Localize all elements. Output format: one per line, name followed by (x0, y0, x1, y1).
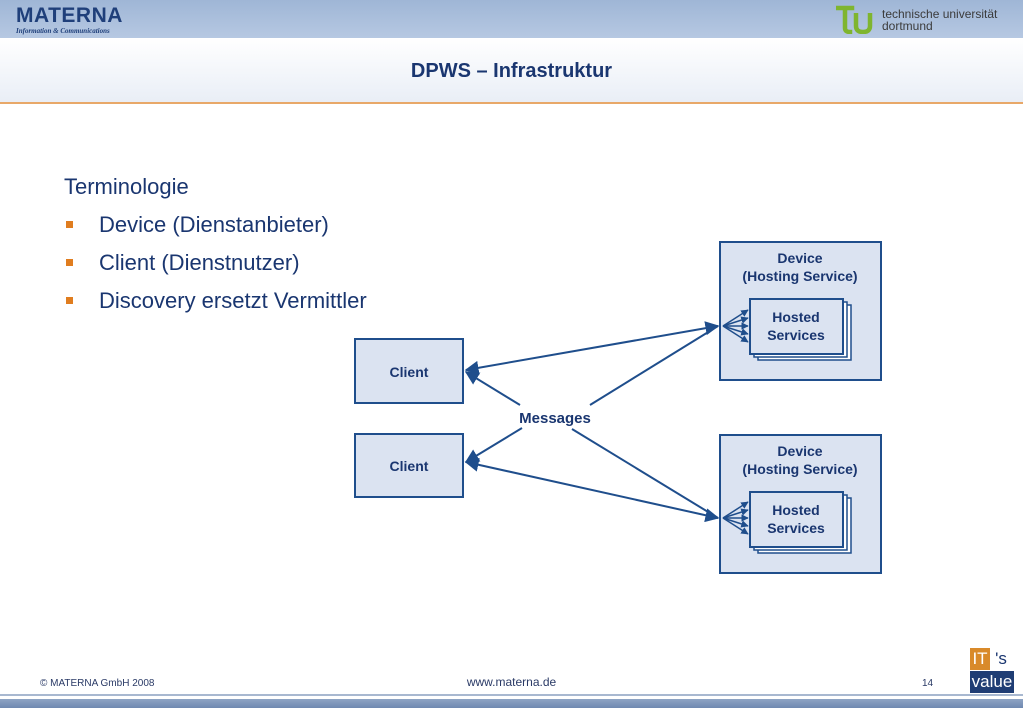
bullet-text: Client (Dienstnutzer) (99, 250, 300, 275)
tu-logo-line1: technische universität (882, 7, 998, 21)
client-bottom-label: Client (390, 458, 429, 474)
arrow-client2-messages (464, 427, 523, 463)
its-logo-it: IT (970, 648, 990, 670)
footer-bar (0, 699, 1023, 708)
arrow-client1-messages (464, 371, 521, 406)
its-value-logo: IT 's value (968, 648, 1018, 694)
messages-label: Messages (519, 410, 591, 427)
footer-divider (0, 694, 1023, 696)
bullet-text: Device (Dienstanbieter) (99, 212, 329, 237)
terminology-heading: Terminologie (64, 174, 189, 199)
hosted-bottom-label-2: Services (767, 520, 825, 536)
bullet-item: Device (Dienstanbieter) (64, 211, 367, 249)
device-bottom-label-2: (Hosting Service) (742, 461, 857, 477)
hosted-top-label-1: Hosted (772, 309, 819, 325)
its-logo-value: value (970, 671, 1014, 693)
message-arrows (464, 321, 720, 523)
device-top-label-2: (Hosting Service) (742, 268, 857, 284)
title-bar (0, 38, 1023, 104)
materna-logo-tagline: Information & Communications (16, 27, 110, 35)
slide-content: Terminologie Device (Dienstanbieter) Cli… (64, 173, 367, 325)
device-top-label-1: Device (777, 250, 822, 266)
materna-logo-wordmark: MATERNA (16, 4, 123, 27)
arrow-client2-device2 (464, 457, 720, 523)
arrow-client1-device1 (464, 321, 720, 375)
materna-logo: MATERNA Information & Communications (16, 5, 123, 35)
tu-logo-line2: dortmund (882, 19, 933, 33)
bullet-text: Discovery ersetzt Vermittler (99, 288, 367, 313)
bullet-square-icon (66, 259, 73, 266)
line-messages-device2 (571, 428, 719, 519)
tu-logo-icon (836, 5, 873, 34)
slide-title: DPWS – Infrastruktur (410, 60, 613, 82)
hosted-services-box-bottom (749, 491, 844, 548)
client-box-top (354, 338, 464, 404)
tu-logo-text: technische universität dortmund (882, 8, 997, 32)
fan-arrows-top (722, 309, 749, 343)
fan-arrows-bottom (722, 501, 749, 535)
hosted-services-box-top (749, 298, 844, 355)
hosted-bottom-label-1: Hosted (772, 502, 819, 518)
footer-copyright: © MATERNA GmbH 2008 (40, 678, 155, 689)
hosted-top-label-2: Services (767, 327, 825, 343)
bullet-item: Client (Dienstnutzer) (64, 249, 367, 287)
bullet-square-icon (66, 221, 73, 228)
client-box-bottom (354, 433, 464, 498)
device-bottom-label-1: Device (777, 443, 822, 459)
page-number: 14 (922, 678, 934, 689)
its-logo-s: 's (990, 648, 1012, 670)
bullet-item: Discovery ersetzt Vermittler (64, 287, 367, 325)
client-top-label: Client (390, 364, 429, 380)
footer-url: www.materna.de (466, 675, 557, 689)
top-bar: MATERNA Information & Communications tec… (0, 0, 1023, 38)
line-messages-device1 (589, 325, 719, 406)
bullet-square-icon (66, 297, 73, 304)
